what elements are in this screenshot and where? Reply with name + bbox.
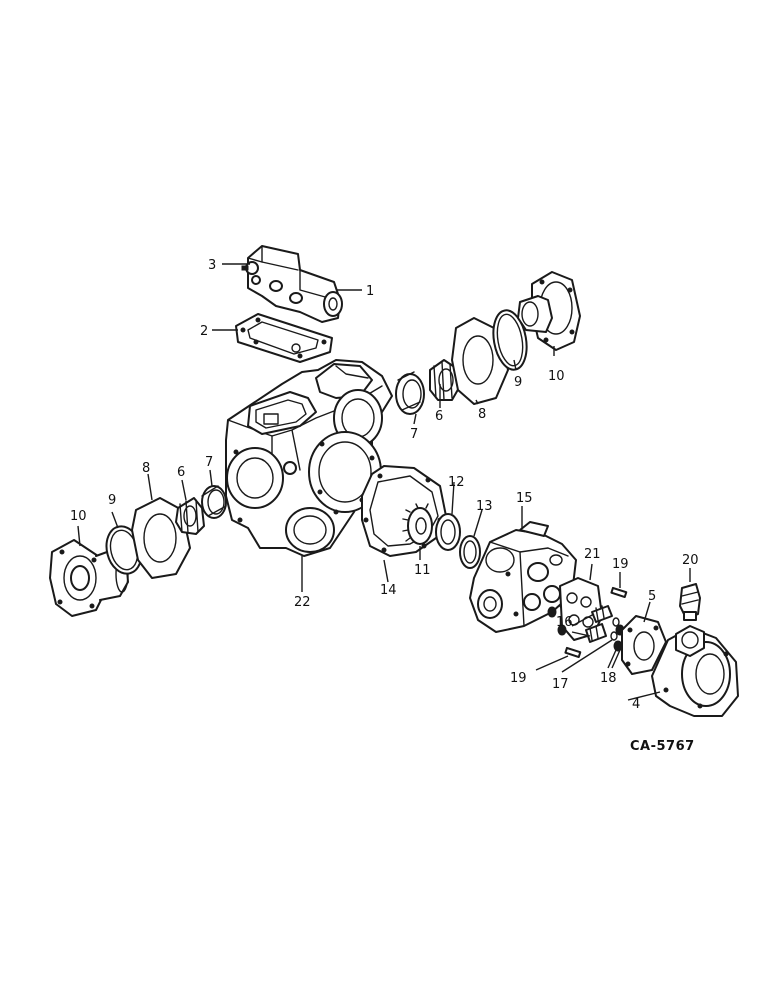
- figure-code: CA-5767: [630, 739, 695, 754]
- callout-18: 18: [600, 671, 617, 686]
- callout-2: 2: [200, 324, 208, 339]
- o-rings-17: [610, 617, 620, 641]
- callout-6-left: 6: [177, 465, 185, 480]
- callout-1: 1: [366, 284, 374, 299]
- leader-lines: [77, 263, 691, 701]
- relief-valves-16: [547, 605, 613, 643]
- callout-19-top: 19: [612, 557, 629, 572]
- left-bearing-cup-7: [201, 485, 227, 519]
- callout-7-left: 7: [205, 455, 213, 470]
- callout-22: 22: [294, 595, 311, 610]
- callout-17: 17: [552, 677, 569, 692]
- callout-9-upper: 9: [514, 375, 522, 390]
- upper-bearing-cup-7: [395, 371, 425, 415]
- callout-5: 5: [648, 589, 656, 604]
- callout-6-upper: 6: [435, 409, 443, 424]
- poppets-18: [613, 624, 625, 652]
- callout-15: 15: [516, 491, 533, 506]
- callout-10-upper: 10: [548, 369, 565, 384]
- upper-bearing-cone-6: [429, 359, 461, 401]
- callout-8-upper: 8: [478, 407, 486, 422]
- valve-gasket: [235, 313, 333, 363]
- callout-11: 11: [414, 563, 431, 578]
- left-bearing-cone-6: [175, 497, 205, 535]
- callout-9-left: 9: [108, 493, 116, 508]
- upper-o-ring-9: [492, 309, 528, 371]
- callout-4: 4: [632, 697, 640, 712]
- seal-13: [459, 535, 481, 569]
- callout-12: 12: [448, 475, 465, 490]
- pump-body-15: [469, 521, 577, 633]
- hydraulic-pump-4: [651, 625, 739, 717]
- left-shim-8: [131, 497, 191, 579]
- cover-plate-5: [621, 615, 667, 675]
- callout-10-left: 10: [70, 509, 87, 524]
- callout-8-left: 8: [142, 461, 150, 476]
- drive-gear-11: [402, 503, 433, 545]
- upper-flange-10: [517, 271, 581, 351]
- callout-13: 13: [476, 499, 493, 514]
- callout-7-upper: 7: [410, 427, 418, 442]
- bearing-12: [435, 513, 461, 551]
- control-valve: [241, 245, 343, 323]
- pump-gasket-14: [361, 465, 447, 557]
- callout-19-bottom: 19: [510, 671, 527, 686]
- dowel-pins-19: [564, 586, 628, 659]
- callout-3: 3: [208, 258, 216, 273]
- callout-labels: 1 2 3 4 5 6 6 7 7 8 8 9 9 10 10 11 12 13…: [70, 258, 699, 712]
- callout-20: 20: [682, 553, 699, 568]
- fitting-20: [679, 583, 701, 621]
- callout-16: 16: [556, 615, 573, 630]
- callout-21: 21: [584, 547, 601, 562]
- callout-14: 14: [380, 583, 397, 598]
